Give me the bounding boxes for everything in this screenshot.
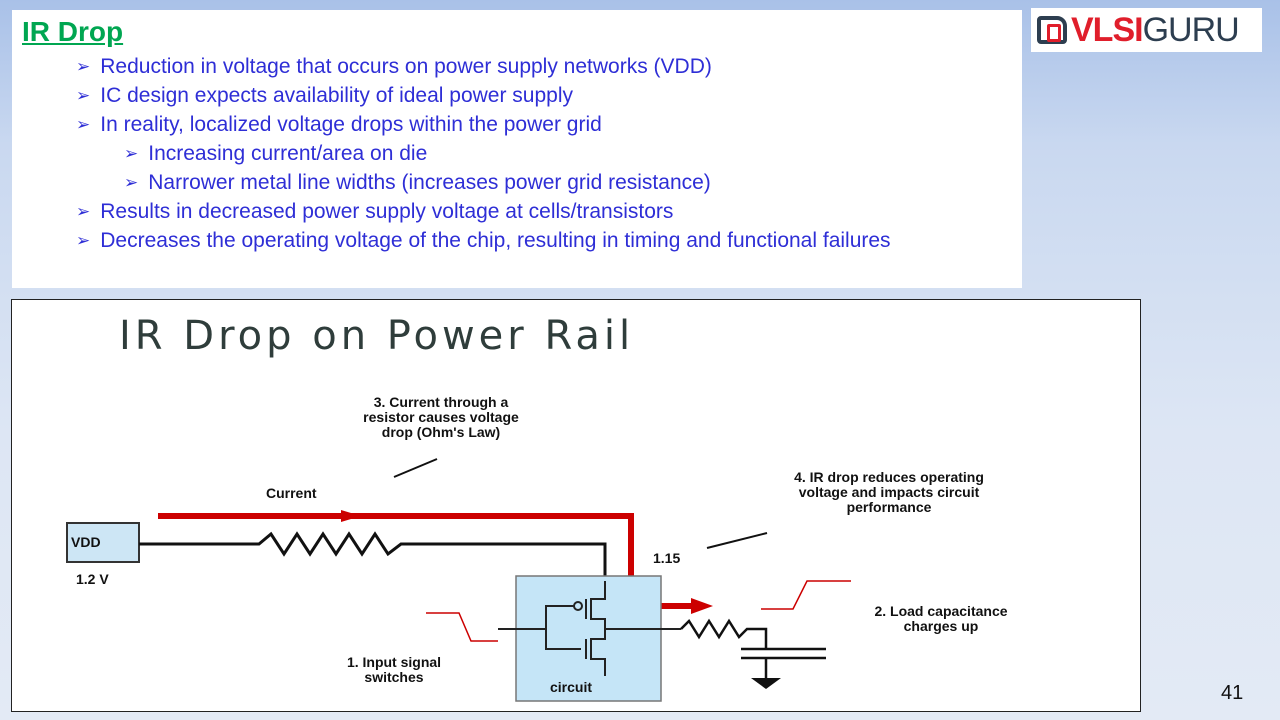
bullet-arrow-icon: ➢ [76, 86, 91, 105]
power-rail-resistor [139, 531, 607, 581]
diagram-svg: IR Drop on Power Rail 3. Current through… [66, 313, 1008, 702]
pointer-arrow-4 [706, 532, 768, 549]
bullet-text: Results in decreased power supply voltag… [100, 200, 674, 223]
logo-text-guru: GURU [1142, 10, 1240, 49]
bullet-arrow-icon: ➢ [124, 173, 139, 192]
logo-mark-icon [1037, 16, 1067, 44]
bullet-arrow-icon: ➢ [76, 202, 91, 221]
bullet-text: In reality, localized voltage drops with… [100, 113, 602, 136]
bullet-item: ➢ IC design expects availability of ideal… [76, 84, 573, 108]
current-label: Current [266, 485, 317, 501]
bullet-item: ➢ Narrower metal line widths (increases p… [124, 171, 711, 195]
note-3-line: resistor causes voltage [363, 409, 519, 425]
note-3-line: drop (Ohm's Law) [382, 424, 500, 440]
note-3: 3. Current through a resistor causes vol… [363, 394, 519, 440]
current-path [158, 513, 696, 609]
note-2: 2. Load capacitance charges up [874, 603, 1007, 634]
bullet-text: Increasing current/area on die [148, 142, 428, 165]
bullet-arrow-icon: ➢ [76, 231, 91, 250]
vdd-label: VDD [71, 534, 101, 550]
bullet-item: ➢ Increasing current/area on die [124, 142, 427, 166]
note-4: 4. IR drop reduces operating voltage and… [794, 469, 984, 515]
circuit-box [515, 575, 662, 702]
pointer-arrow-3 [393, 458, 438, 478]
note-1: 1. Input signal switches [347, 654, 441, 685]
note-2-line: charges up [904, 618, 979, 634]
bullet-text: Narrower metal line widths (increases po… [148, 171, 711, 194]
note-4-line: voltage and impacts circuit [799, 484, 980, 500]
output-signal-waveform [761, 580, 851, 610]
inverter-transistors [498, 581, 681, 676]
logo-text-vlsi: VLSI [1071, 10, 1144, 49]
circuit-label: circuit [550, 679, 592, 695]
bullet-text: Reduction in voltage that occurs on powe… [100, 55, 712, 78]
current-arrowhead-end [691, 598, 713, 614]
bullet-text: IC design expects availability of ideal … [100, 84, 574, 107]
ir-drop-diagram: IR Drop on Power Rail 3. Current through… [11, 299, 1141, 712]
input-signal-waveform [426, 612, 498, 642]
content-textbox: IR Drop [12, 10, 1022, 288]
vlsiguru-logo: VLSI GURU [1031, 8, 1262, 52]
bullet-arrow-icon: ➢ [76, 57, 91, 76]
load-resistor [680, 618, 768, 649]
note-1-line: 1. Input signal [347, 654, 441, 670]
bullet-arrow-icon: ➢ [124, 144, 139, 163]
note-1-line: switches [364, 669, 423, 685]
ground-icon [751, 678, 781, 689]
node-voltage: 1.15 [653, 550, 680, 566]
bullet-text: Decreases the operating voltage of the c… [100, 229, 891, 252]
bullet-item: ➢ Decreases the operating voltage of the … [76, 229, 891, 253]
diagram-title: IR Drop on Power Rail [119, 313, 634, 359]
note-4-line: performance [847, 499, 932, 515]
vdd-value: 1.2 V [76, 571, 109, 587]
current-arrowhead [341, 510, 361, 522]
bullet-arrow-icon: ➢ [76, 115, 91, 134]
note-2-line: 2. Load capacitance [874, 603, 1007, 619]
bullet-item: ➢ In reality, localized voltage drops wit… [76, 113, 602, 137]
note-3-line: 3. Current through a [374, 394, 509, 410]
bullet-item: ➢ Reduction in voltage that occurs on pow… [76, 55, 712, 79]
vdd-box [66, 522, 140, 563]
page-number: 41 [1221, 682, 1244, 704]
note-4-line: 4. IR drop reduces operating [794, 469, 984, 485]
bullet-item: ➢ Results in decreased power supply volta… [76, 200, 673, 224]
slide-title: IR Drop [22, 16, 124, 47]
